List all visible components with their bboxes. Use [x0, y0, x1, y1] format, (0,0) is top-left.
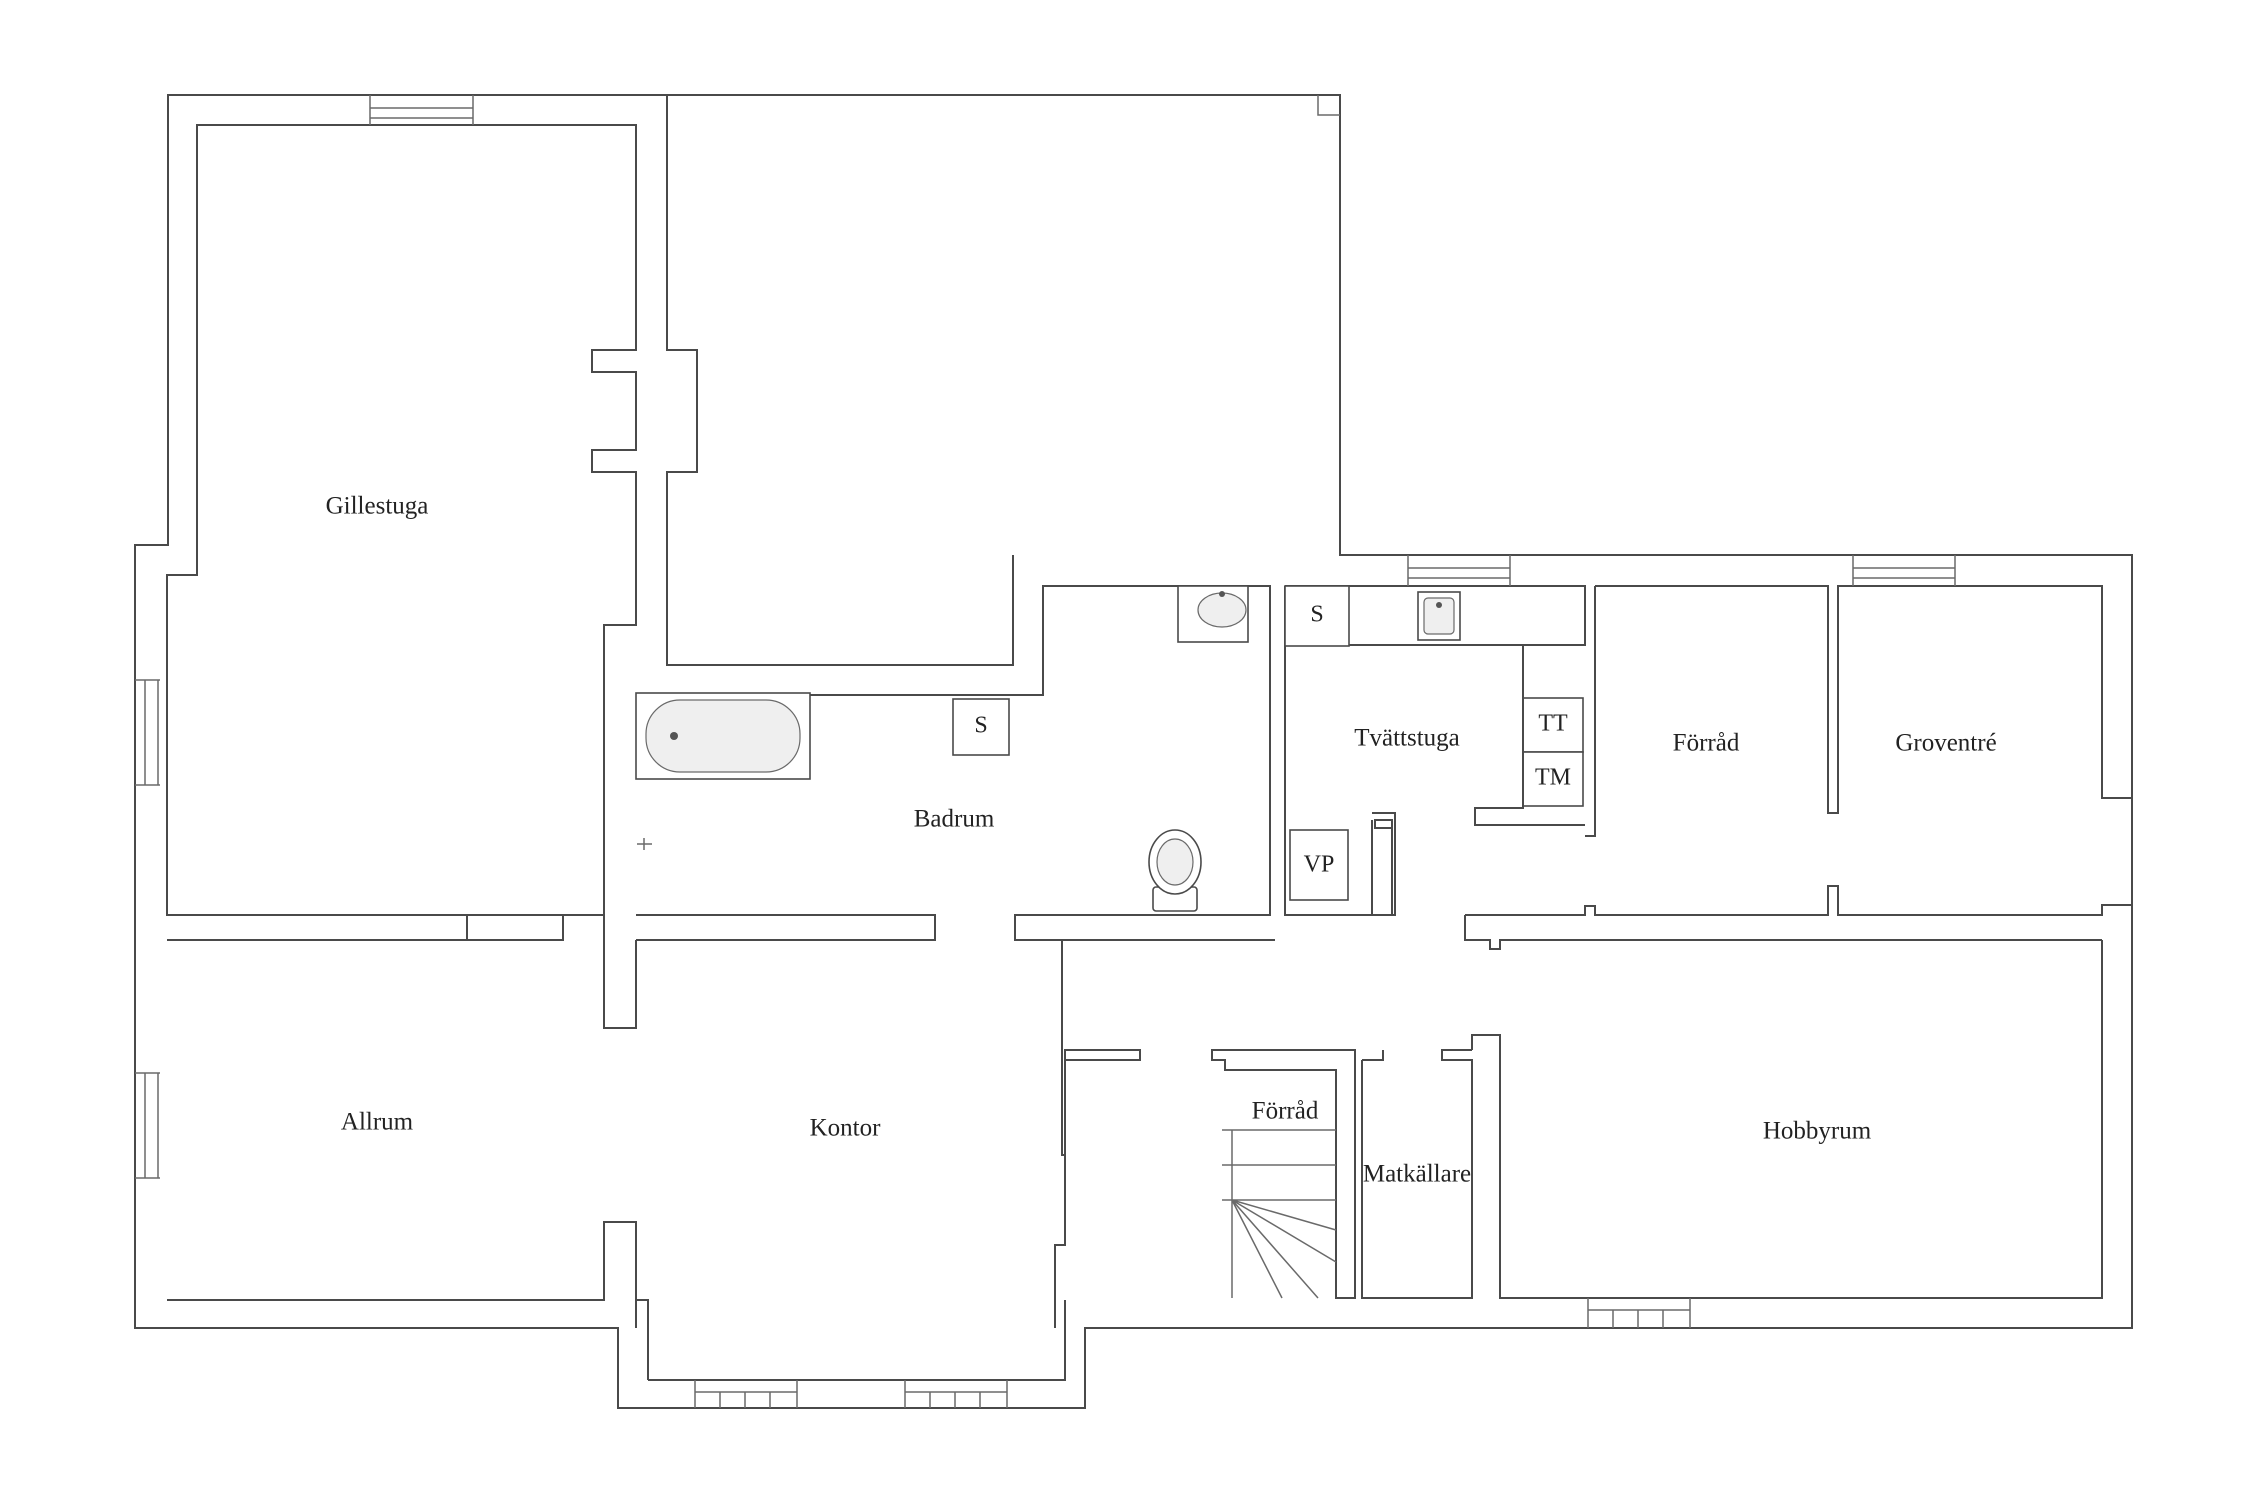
tvattstuga-wall [1284, 586, 1393, 916]
valve-icon [637, 838, 652, 850]
hall-divider-wall [1465, 885, 2132, 916]
hall-divider-wall-lower [1464, 915, 2102, 950]
room-label-badrum: Badrum [914, 806, 995, 833]
badrum-bottom-wall [636, 914, 936, 941]
hobbyrum-wall [1471, 940, 2103, 1299]
washing-machine [1522, 751, 1584, 807]
window-bottom-kontor-right [904, 1380, 1008, 1408]
window-top-tvattstuga [1407, 555, 1511, 586]
window-bottom-kontor-left [694, 1380, 798, 1408]
laundry-counter [1474, 645, 1585, 826]
stairs [1222, 1129, 1337, 1299]
divider-gillestuga-allrum [167, 914, 468, 941]
window-left-lower [135, 1072, 160, 1179]
window-top-groventre [1852, 555, 1956, 586]
room-label-allrum: Allrum [341, 1109, 414, 1136]
upper-center-room-wall [666, 95, 1014, 666]
bathtub-basin [645, 699, 801, 773]
gillestuga-inner-wall [166, 124, 637, 916]
room-label-forrad-upper: Förråd [1673, 730, 1740, 757]
water-heater [1289, 829, 1349, 901]
kontor-bottom-wall [648, 1300, 1066, 1381]
room-label-tvattstuga: Tvättstuga [1354, 725, 1460, 752]
kontor-right-wall [1015, 939, 1141, 1156]
exterior-wall-outer [134, 94, 2133, 1409]
window-bottom-hobbyrum [1587, 1298, 1691, 1328]
room-label-groventre: Groventré [1895, 730, 1996, 757]
window-left-upper [135, 679, 160, 786]
kontor-right-wall-lower [1054, 1155, 1066, 1328]
water-heater-label: VP [1304, 852, 1335, 878]
tvattstuga-bottom-wall [1371, 812, 1396, 916]
sink-badrum-tap-icon [1219, 591, 1225, 597]
matkallare-wall [1361, 1049, 1473, 1299]
shower-tvattstuga-label: S [1310, 602, 1323, 628]
shower-badrum [952, 698, 1010, 756]
kontor-bottom-left [636, 1299, 649, 1380]
utility-sink-basin [1423, 597, 1455, 635]
room-label-kontor: Kontor [810, 1115, 882, 1142]
room-label-gillestuga: Gillestuga [326, 493, 429, 520]
room-label-forrad-lower: Förråd [1252, 1098, 1319, 1125]
washing-machine-label: TM [1535, 765, 1571, 791]
room-label-hobbyrum: Hobbyrum [1763, 1118, 1872, 1145]
allrum-inner-wall [167, 914, 637, 1029]
forrad-lower-wall [1211, 1049, 1356, 1299]
tumble-dryer-label: TT [1538, 711, 1568, 737]
window-top-gillestuga [369, 95, 474, 125]
utility-sink-drain-icon [1436, 602, 1442, 608]
toilet-seat [1156, 838, 1194, 886]
room-label-matkallare: Matkällare [1363, 1161, 1471, 1188]
sink-badrum-basin [1197, 592, 1247, 628]
tvattstuga-top-wall [1285, 585, 1586, 646]
shower-badrum-label: S [974, 713, 987, 739]
bathtub-drain-icon [670, 732, 678, 740]
allrum-bottom-wall [167, 1221, 637, 1328]
corner-post [1317, 95, 1340, 116]
shower-tvattstuga [1284, 585, 1350, 647]
forrad-upper-wall [1585, 585, 2132, 837]
